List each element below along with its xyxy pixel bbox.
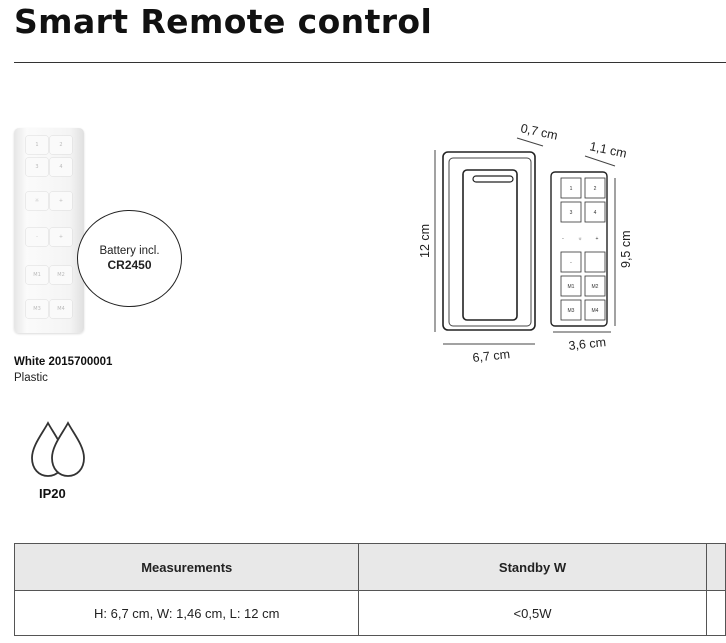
remote-button: 3 — [26, 158, 48, 176]
specs-table: Measurements Standby W H: 6,7 cm, W: 1,4… — [13, 543, 726, 636]
battery-label: Battery incl. — [99, 245, 160, 257]
wall-bracket-clip — [472, 175, 514, 183]
battery-badge: Battery incl. CR2450 — [77, 210, 182, 307]
measurements-value: H: 6,7 cm, W: 1,46 cm, L: 12 cm — [13, 590, 360, 636]
remote-button: + — [50, 228, 72, 246]
remote-key-label: - — [562, 236, 564, 242]
remote-button: 2 — [50, 136, 72, 154]
ip-rating-label: IP20 — [39, 486, 66, 501]
remote-key — [584, 201, 606, 223]
remote-key — [584, 275, 606, 297]
remote-key — [560, 251, 582, 273]
remote-button: M3 — [26, 300, 48, 318]
bracket-height-label: 12 cm — [418, 224, 432, 258]
standby-value: <0,5W — [358, 590, 707, 636]
remote-button: ☼ — [26, 192, 48, 210]
remote-key-label: - — [570, 260, 572, 266]
table-row: H: 6,7 cm, W: 1,46 cm, L: 12 cm <0,5W — [13, 590, 726, 636]
remote-depth-label: 1,1 cm — [588, 139, 628, 160]
table-header-row: Measurements Standby W — [13, 543, 726, 591]
remote-key-label: M2 — [592, 284, 599, 290]
bracket-depth-label: 0,7 cm — [519, 121, 559, 142]
remote-button: M4 — [50, 300, 72, 318]
remote-key — [584, 177, 606, 199]
title-divider — [14, 62, 726, 63]
remote-button: 4 — [50, 158, 72, 176]
remote-key — [560, 177, 582, 199]
remote-key-label: 3 — [570, 210, 573, 216]
remote-key — [560, 275, 582, 297]
remote-depth-dimension-line — [584, 155, 616, 167]
remote-key — [560, 299, 582, 321]
remote-button: M1 — [26, 266, 48, 284]
product-color-code: White 2015700001 — [14, 356, 113, 368]
battery-model: CR2450 — [107, 258, 152, 272]
remote-product-image: 1 2 3 4 ☼ + - + M1 M2 M3 M4 — [14, 128, 84, 333]
column-header-measurements: Measurements — [13, 543, 360, 591]
water-drops-icon — [31, 421, 85, 477]
remote-height-label: 9,5 cm — [619, 230, 633, 268]
remote-key-label: M3 — [568, 308, 575, 314]
remote-key-label: 2 — [594, 186, 597, 192]
wall-bracket-slot — [462, 169, 518, 321]
remote-key-label: M1 — [568, 284, 575, 290]
depth-dimension-line — [516, 137, 544, 147]
bracket-width-label: 6,7 cm — [472, 347, 511, 365]
product-material: Plastic — [14, 372, 48, 384]
remote-key-label: 1 — [570, 186, 573, 192]
page-title: Smart Remote control — [14, 2, 433, 41]
remote-key-label: M4 — [592, 308, 599, 314]
remote-key — [584, 299, 606, 321]
remote-key-label: 4 — [594, 210, 597, 216]
remote-key — [584, 251, 606, 273]
remote-key — [560, 201, 582, 223]
remote-button: M2 — [50, 266, 72, 284]
remote-width-label: 3,6 cm — [568, 335, 607, 353]
remote-button: - — [26, 228, 48, 246]
remote-key-label: ☼ — [578, 236, 583, 242]
dimension-diagram: 1 2 3 4 - ☼ + - M1 M2 M3 M4 12 cm 6,7 cm… — [418, 121, 633, 365]
column-header-standby: Standby W — [358, 543, 707, 591]
overflow-cell — [705, 590, 726, 636]
remote-button: 1 — [26, 136, 48, 154]
remote-button: + — [50, 192, 72, 210]
remote-key-label: + — [596, 236, 599, 242]
column-header-overflow — [705, 543, 726, 591]
